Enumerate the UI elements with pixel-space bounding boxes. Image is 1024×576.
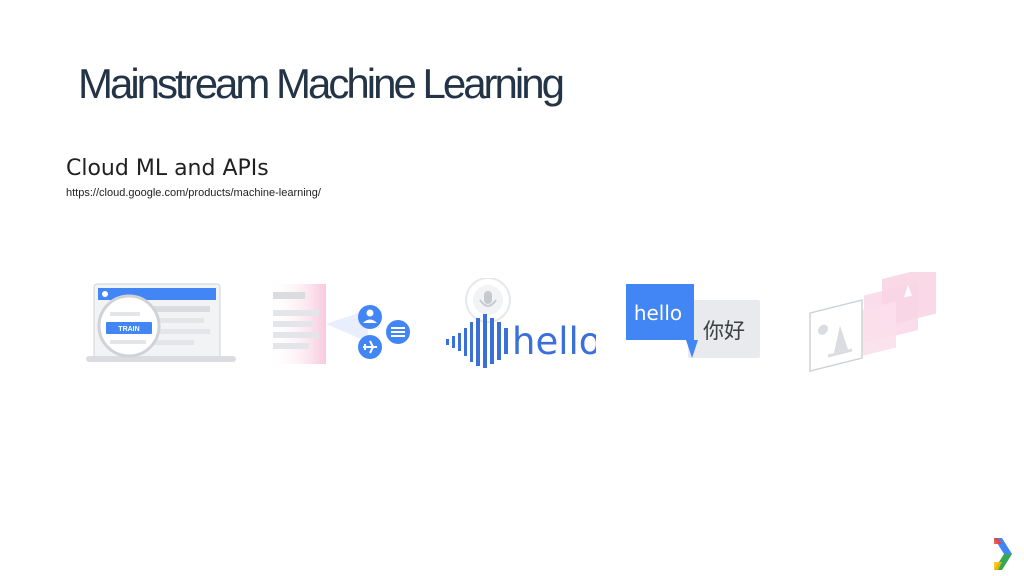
slide-title: Mainstream Machine Learning — [78, 60, 565, 107]
list-icon — [386, 320, 410, 344]
vision-illustration — [809, 272, 936, 372]
source-word: hello — [634, 301, 682, 325]
slide-subtitle: Cloud ML and APIs — [66, 156, 269, 181]
airplane-icon — [358, 335, 382, 359]
speech-illustration: hello — [446, 278, 596, 368]
user-icon — [358, 305, 382, 329]
magnifier-icon — [97, 294, 161, 358]
microphone-icon — [465, 278, 511, 323]
train-button-label: TRAIN — [118, 326, 139, 333]
train-model-illustration: TRAIN — [86, 283, 236, 362]
speech-word: hello — [512, 320, 596, 363]
translate-illustration: 你好 hello — [626, 284, 760, 358]
products-link[interactable]: https://cloud.google.com/products/machin… — [66, 187, 321, 199]
google-chevron-icon — [994, 538, 1012, 570]
sailboat-icon — [818, 324, 852, 358]
classification-illustration — [268, 284, 410, 364]
translated-word: 你好 — [703, 319, 745, 343]
